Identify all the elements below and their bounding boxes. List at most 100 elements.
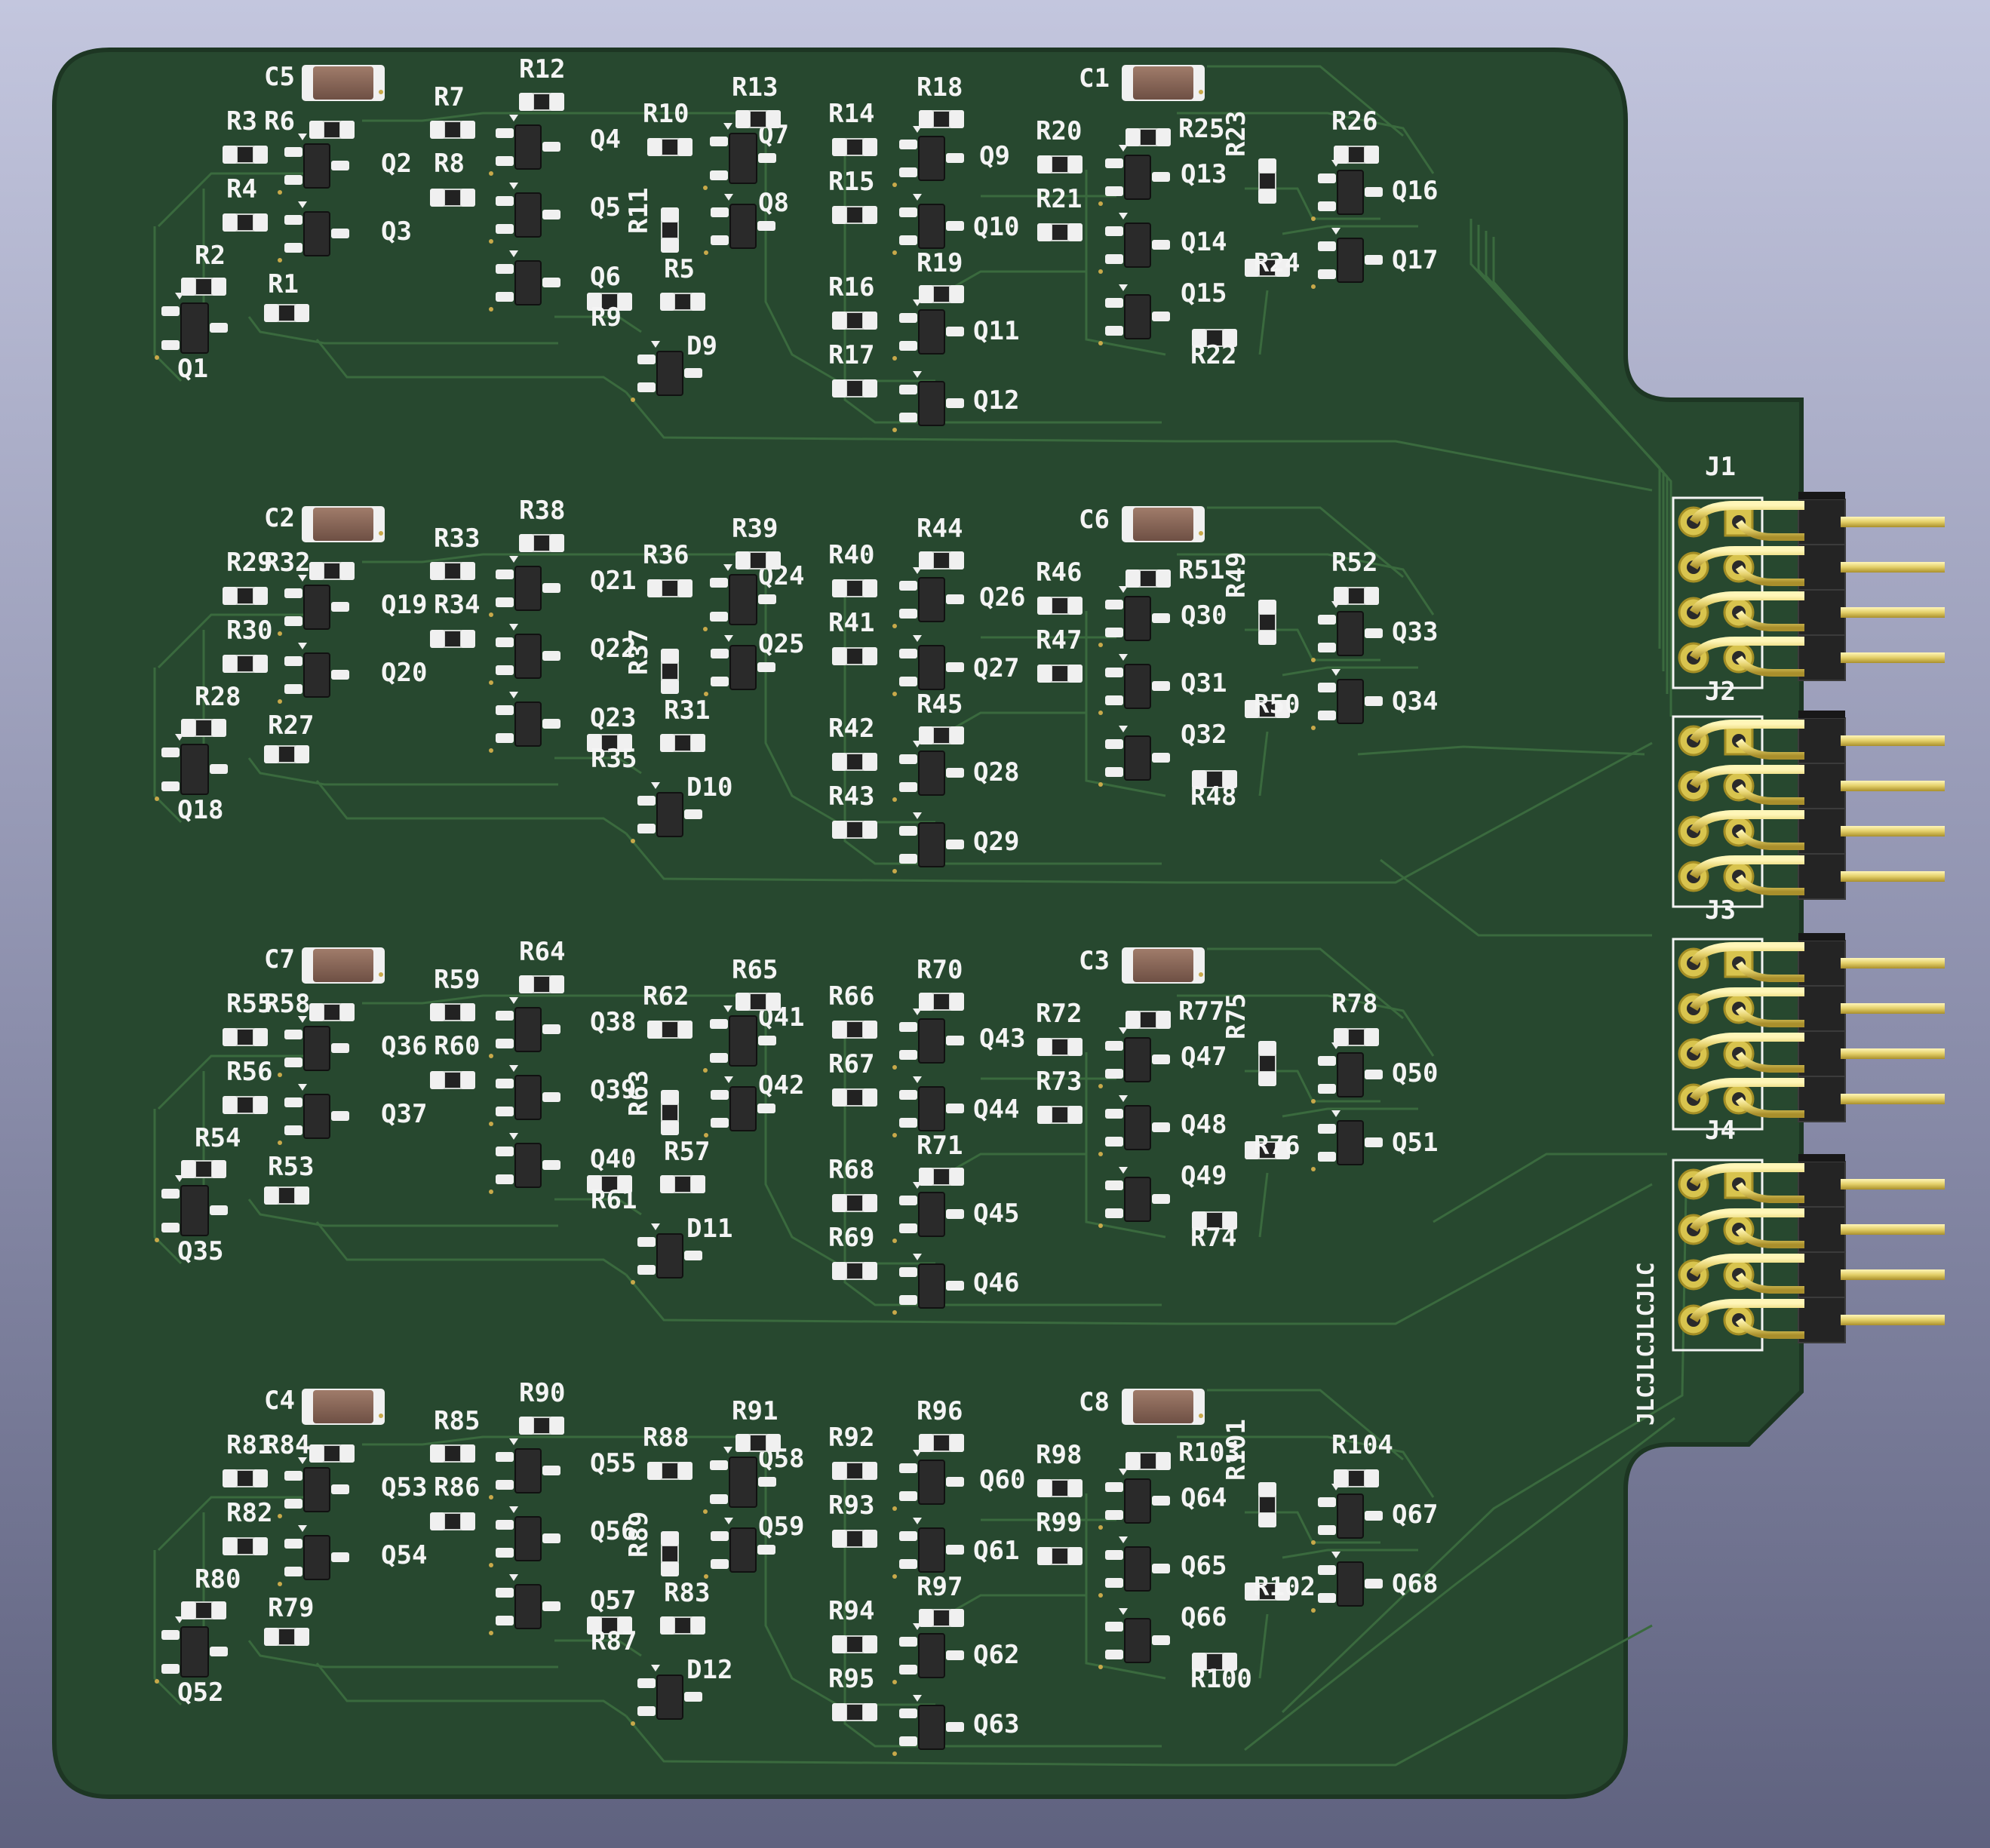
resistor-0603 (661, 1531, 679, 1576)
solder-pad (461, 1444, 475, 1463)
pin1-marker (723, 564, 732, 571)
solder-pad (863, 138, 877, 156)
label-c3: C3 (1079, 946, 1110, 976)
via (489, 307, 493, 312)
resistor-0603 (1037, 665, 1083, 683)
copper-trace (153, 226, 183, 382)
solder-pad (1105, 1650, 1123, 1659)
resistor-core (1349, 1030, 1364, 1045)
label-r8: R8 (434, 149, 465, 179)
capacitor-body (1133, 949, 1193, 982)
resistor-0603 (223, 587, 268, 605)
via (489, 748, 493, 753)
transistor-body (514, 1448, 542, 1493)
solder-pad (542, 1160, 560, 1170)
resistor-0603 (647, 138, 693, 156)
resistor-core (1260, 615, 1275, 630)
solder-pad (863, 1021, 877, 1039)
solder-pad (331, 1484, 349, 1494)
resistor-0603 (181, 278, 226, 296)
resistor-0603 (587, 1175, 632, 1193)
resistor-core (1260, 701, 1275, 717)
resistor-0603 (223, 1537, 268, 1555)
header-plastic (1798, 1030, 1846, 1077)
header-pin (1841, 562, 1945, 573)
solder-pad (1365, 187, 1383, 197)
resistor-core (847, 1531, 862, 1546)
transistor-body (1337, 238, 1364, 283)
label-r47: R47 (1036, 625, 1082, 655)
transistor-sot23 (278, 134, 349, 195)
solder-pad (284, 616, 302, 626)
solder-pad (309, 1003, 324, 1021)
transistor-body (918, 1633, 945, 1678)
label-q61: Q61 (973, 1536, 1019, 1566)
solder-pad (661, 238, 679, 253)
copper-trace (625, 1624, 1653, 1767)
solder-pad (587, 1616, 601, 1635)
solder-pad (660, 293, 674, 311)
transistor-sot23 (1098, 1167, 1170, 1228)
solder-pad (496, 1480, 514, 1490)
capacitor-body (1133, 1390, 1193, 1423)
transistor-sot23 (892, 567, 964, 628)
transistor-body (656, 792, 683, 837)
solder-pad (295, 1628, 309, 1646)
transistor-sot23 (631, 341, 702, 402)
pin-header-j3 (1672, 933, 1945, 1131)
label-r73: R73 (1036, 1067, 1082, 1097)
resistor-core (751, 112, 766, 127)
resistor-0603 (309, 1444, 355, 1463)
transistor-body (918, 1527, 945, 1573)
label-r104: R104 (1331, 1430, 1393, 1460)
solder-pad (1037, 597, 1052, 615)
label-q1: Q1 (177, 354, 208, 384)
header-lead (1735, 1318, 1804, 1339)
via (892, 1751, 897, 1756)
via (1098, 1593, 1103, 1598)
label-q51: Q51 (1392, 1128, 1438, 1158)
solder-pad (1365, 1579, 1383, 1589)
solder-pad (684, 368, 702, 378)
label-d9: D9 (686, 331, 717, 361)
resistor-core (602, 735, 617, 751)
copper-trace (1207, 1389, 1404, 1461)
transistor-sot23 (1098, 654, 1170, 715)
transistor-sot23 (1311, 228, 1383, 289)
solder-pad (496, 1616, 514, 1625)
label-q49: Q49 (1181, 1161, 1227, 1191)
transistor-body (303, 1535, 330, 1580)
pin1-marker (1331, 1110, 1340, 1117)
solder-pad (284, 1125, 302, 1135)
solder-pad (950, 1434, 964, 1452)
solder-pad (212, 719, 226, 737)
transistor-body (303, 585, 330, 630)
solder-pad (1334, 1028, 1348, 1046)
pin-header-j2 (1672, 711, 1945, 908)
solder-pad (542, 583, 560, 593)
solder-pad (832, 1088, 846, 1107)
label-q59: Q59 (758, 1512, 804, 1542)
resistor-0603 (309, 562, 355, 580)
header-lead (1689, 1254, 1804, 1278)
solder-pad (660, 1175, 674, 1193)
pin1-marker (1119, 145, 1128, 152)
solder-pad (899, 140, 917, 149)
solder-pad (637, 1237, 656, 1247)
solder-pad (542, 651, 560, 661)
transistor-sot23 (704, 635, 775, 696)
pin1-marker (913, 126, 922, 133)
label-r30: R30 (226, 615, 272, 646)
solder-pad (946, 594, 964, 604)
solder-pad (950, 285, 964, 303)
copper-trace (157, 613, 324, 669)
copper-trace (954, 1594, 1086, 1612)
solder-pad (161, 1630, 180, 1640)
header-plastic (1798, 544, 1846, 591)
via (155, 1238, 159, 1242)
transistor-sot23 (278, 575, 349, 636)
resistor-core (238, 215, 253, 230)
label-r6: R6 (264, 106, 295, 137)
resistor-core (662, 664, 677, 679)
